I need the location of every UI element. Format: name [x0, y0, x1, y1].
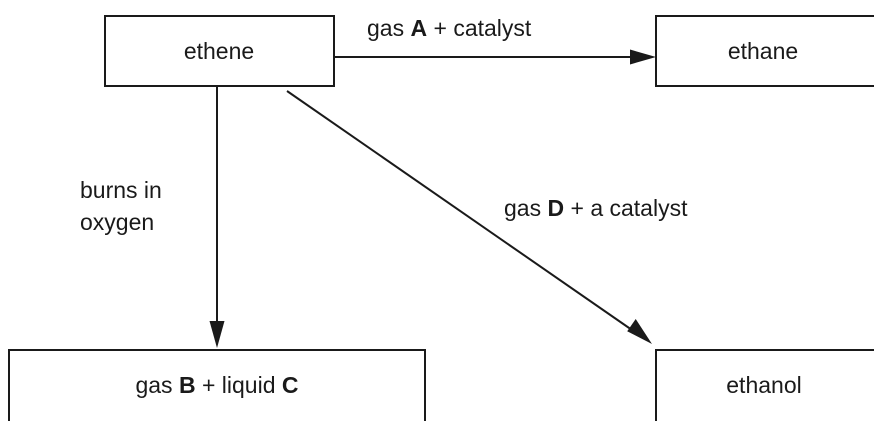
edge-ethene-to-ethane-arrowhead: [630, 49, 656, 65]
node-ethane: ethane: [655, 15, 874, 87]
edge-ethene-to-ethanol-label: gas D + a catalyst: [504, 195, 688, 221]
node-products-label: gas B + liquid C: [135, 372, 298, 398]
node-ethene-box: [104, 15, 335, 87]
node-ethene: ethene: [104, 15, 335, 87]
edge-ethene-to-products: burns in oxygen: [80, 86, 225, 348]
node-products: gas B + liquid C: [8, 349, 426, 421]
node-ethanol: ethanol: [655, 349, 874, 421]
node-products-box: [8, 349, 426, 421]
node-ethanol-box: [655, 349, 874, 421]
edge-ethene-to-ethanol: gas D + a catalyst: [286, 90, 688, 344]
node-ethane-box: [655, 15, 874, 87]
node-ethene-label: ethene: [184, 38, 254, 64]
edge-ethene-to-products-label-line2: oxygen: [80, 209, 154, 235]
edge-ethene-to-ethanol-arrowhead: [627, 319, 652, 344]
node-ethane-label: ethane: [728, 38, 798, 64]
node-ethanol-label: ethanol: [726, 372, 801, 398]
edge-ethene-to-ethanol-line: [286, 90, 633, 331]
edge-ethene-to-products-label-line1: burns in: [80, 177, 162, 203]
edge-ethene-to-ethane-label: gas A + catalyst: [367, 15, 532, 41]
edge-ethene-to-ethane: gas A + catalyst: [334, 15, 656, 65]
edge-ethene-to-products-arrowhead: [209, 321, 225, 348]
edge-ethene-to-products-label: burns in oxygen: [80, 177, 162, 235]
